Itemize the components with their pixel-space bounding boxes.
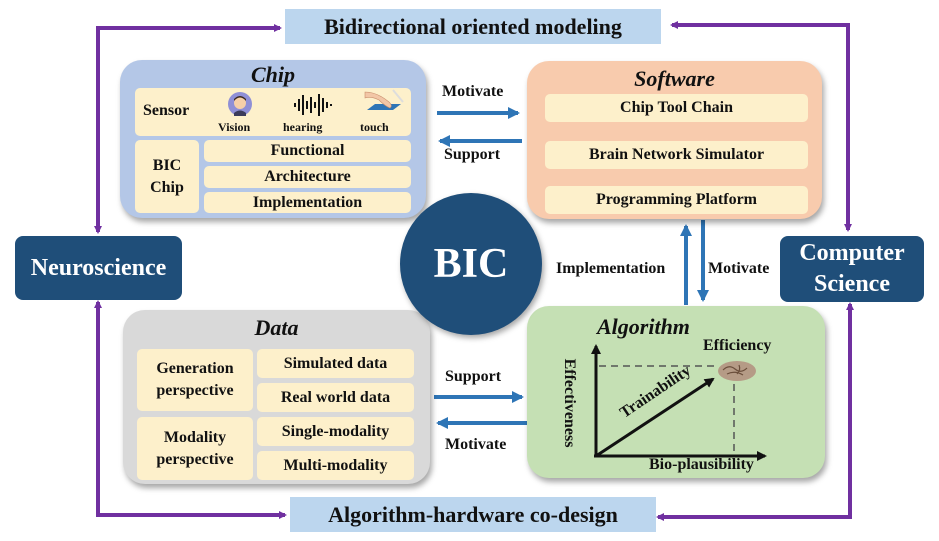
software-panel: Software Chip Tool Chain Brain Network S… bbox=[527, 61, 822, 219]
edge-label-algorithm-to-data: Motivate bbox=[445, 436, 507, 453]
computer-science-label-line1: Computer bbox=[799, 240, 905, 266]
bic-center-label: BIC bbox=[433, 241, 509, 287]
bic-center-node: BIC bbox=[400, 193, 542, 335]
soundwave-icon bbox=[293, 93, 333, 117]
edge-label-data-to-algorithm: Support bbox=[445, 368, 502, 385]
computer-science-node: Computer Science bbox=[780, 236, 924, 302]
hand-touch-icon bbox=[363, 88, 407, 118]
bic-chip-label-line1: BIC bbox=[152, 156, 182, 174]
data-panel: Data Generation perspective Simulated da… bbox=[123, 310, 430, 484]
sensor-touch-label: touch bbox=[360, 120, 389, 134]
software-item-brain-network-simulator: Brain Network Simulator bbox=[545, 141, 808, 169]
algorithm-panel: Algorithm Efficiency Bio-plausibility Ef… bbox=[527, 306, 825, 478]
software-item-chip-tool-chain: Chip Tool Chain bbox=[545, 94, 808, 122]
algorithm-axes bbox=[591, 344, 767, 461]
chip-title: Chip bbox=[250, 62, 296, 87]
chip-level-implementation: Implementation bbox=[204, 192, 411, 213]
data-item-multi-modality: Multi-modality bbox=[257, 451, 414, 480]
generation-perspective-line1: Generation bbox=[156, 360, 234, 377]
top-banner-label: Bidirectional oriented modeling bbox=[324, 13, 622, 39]
sensor-hearing-label: hearing bbox=[283, 120, 323, 134]
bic-chip-label-line2: Chip bbox=[150, 178, 184, 196]
data-item-real-world: Real world data bbox=[257, 383, 414, 412]
brain-icon bbox=[717, 360, 757, 382]
bottom-banner-label: Algorithm-hardware co-design bbox=[328, 501, 618, 527]
efficiency-label: Efficiency bbox=[703, 337, 772, 354]
sensor-label: Sensor bbox=[143, 102, 190, 119]
generation-perspective-cell: Generation perspective bbox=[137, 349, 253, 411]
modality-perspective-line2: perspective bbox=[156, 450, 234, 468]
modality-perspective-line1: Modality bbox=[163, 428, 227, 446]
trainability-arrow bbox=[595, 377, 715, 458]
algorithm-title: Algorithm bbox=[597, 314, 690, 339]
software-item-programming-platform: Programming Platform bbox=[545, 186, 808, 214]
bio-plausibility-label: Bio-plausibility bbox=[649, 456, 754, 473]
neuroscience-label: Neuroscience bbox=[30, 254, 167, 281]
neuroscience-node: Neuroscience bbox=[15, 236, 182, 300]
edge-label-software-to-chip: Support bbox=[444, 146, 501, 163]
data-title: Data bbox=[254, 315, 299, 340]
effectiveness-label: Effectiveness bbox=[561, 358, 578, 448]
modality-perspective-cell: Modality perspective bbox=[137, 417, 253, 480]
chip-level-functional: Functional bbox=[204, 140, 411, 162]
bic-chip-cell: BIC Chip bbox=[135, 140, 199, 213]
face-icon bbox=[227, 91, 253, 117]
software-title: Software bbox=[634, 66, 715, 91]
generation-perspective-line2: perspective bbox=[156, 382, 234, 399]
edge-label-software-to-algorithm: Motivate bbox=[708, 260, 770, 277]
bottom-banner: Algorithm-hardware co-design bbox=[290, 497, 656, 532]
edge-label-algorithm-to-software: Implementation bbox=[556, 260, 666, 277]
top-banner: Bidirectional oriented modeling bbox=[285, 9, 661, 44]
sensor-vision-label: Vision bbox=[218, 120, 251, 134]
data-item-single-modality: Single-modality bbox=[257, 417, 414, 446]
chip-level-architecture: Architecture bbox=[204, 166, 411, 188]
data-item-simulated: Simulated data bbox=[257, 349, 414, 378]
edge-label-chip-to-software: Motivate bbox=[442, 83, 504, 100]
computer-science-label-line2: Science bbox=[814, 271, 890, 297]
chip-panel: Chip Sensor Vision bbox=[120, 60, 426, 218]
sensor-row: Sensor Vision hearing bbox=[135, 88, 411, 136]
